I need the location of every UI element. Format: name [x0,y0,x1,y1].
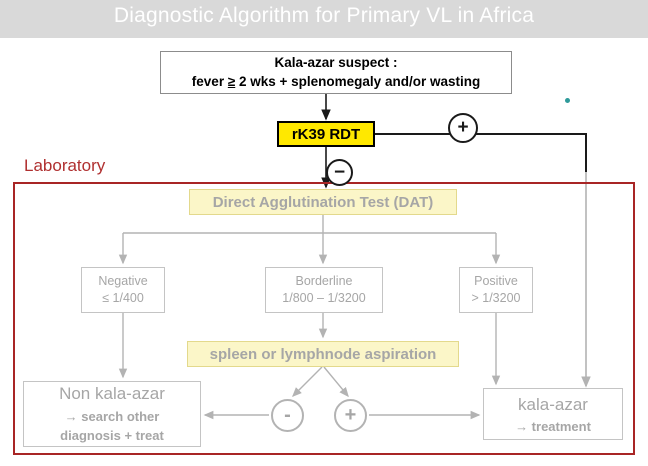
laboratory-region [13,182,635,455]
suspect-line-2: fever ≥ 2 wks + splenomegaly and/or wast… [192,73,480,91]
rk39-positive-sign: + [448,113,478,143]
node-dat-negative: Negative ≤ 1/400 [81,267,165,313]
aspiration-negative-sign: - [271,399,304,432]
rk39-negative-sign: − [326,159,353,186]
non-kala-azar-title: Non kala-azar [59,384,165,404]
node-spleen-lymphnode-aspiration: spleen or lymphnode aspiration [187,341,459,367]
dat-borderline-value: 1/800 – 1/3200 [282,291,366,305]
page-title: Diagnostic Algorithm for Primary VL in A… [113,4,535,27]
suspect-fever-prefix: fever [191,73,228,89]
aspiration-positive-sign: + [334,399,367,432]
dat-negative-value: ≤ 1/400 [102,291,144,305]
suspect-line-1: Kala-azar suspect : [274,55,398,71]
kala-azar-title: kala-azar [518,394,588,414]
title-bar [0,0,648,38]
node-dat-borderline: Borderline 1/800 – 1/3200 [265,267,383,313]
greater-equal-symbol: ≥ [227,73,236,89]
node-non-kala-azar: Non kala-azar → search other diagnosis +… [23,381,201,447]
dat-positive-title: Positive [474,273,518,288]
dat-negative-title: Negative [98,273,148,288]
non-kala-azar-line-2: → search other [64,408,160,424]
node-direct-agglutination-test: Direct Agglutination Test (DAT) [189,189,457,215]
teal-dot-marker [565,98,570,103]
kala-azar-line-2: → treatment [515,419,591,434]
node-dat-positive: Positive > 1/3200 [459,267,533,313]
dat-positive-value: > 1/3200 [471,291,521,305]
non-kala-azar-line-3: diagnosis + treat [60,427,164,443]
node-kala-azar-suspect: Kala-azar suspect : fever ≥ 2 wks + sple… [160,51,512,94]
suspect-fever-suffix: 2 wks + splenomegaly and/or wasting [235,73,481,89]
laboratory-label: Laboratory [24,156,106,175]
node-rk39-rdt: rK39 RDT [277,121,375,147]
node-kala-azar: kala-azar → treatment [483,388,623,440]
dat-borderline-title: Borderline [295,273,353,288]
